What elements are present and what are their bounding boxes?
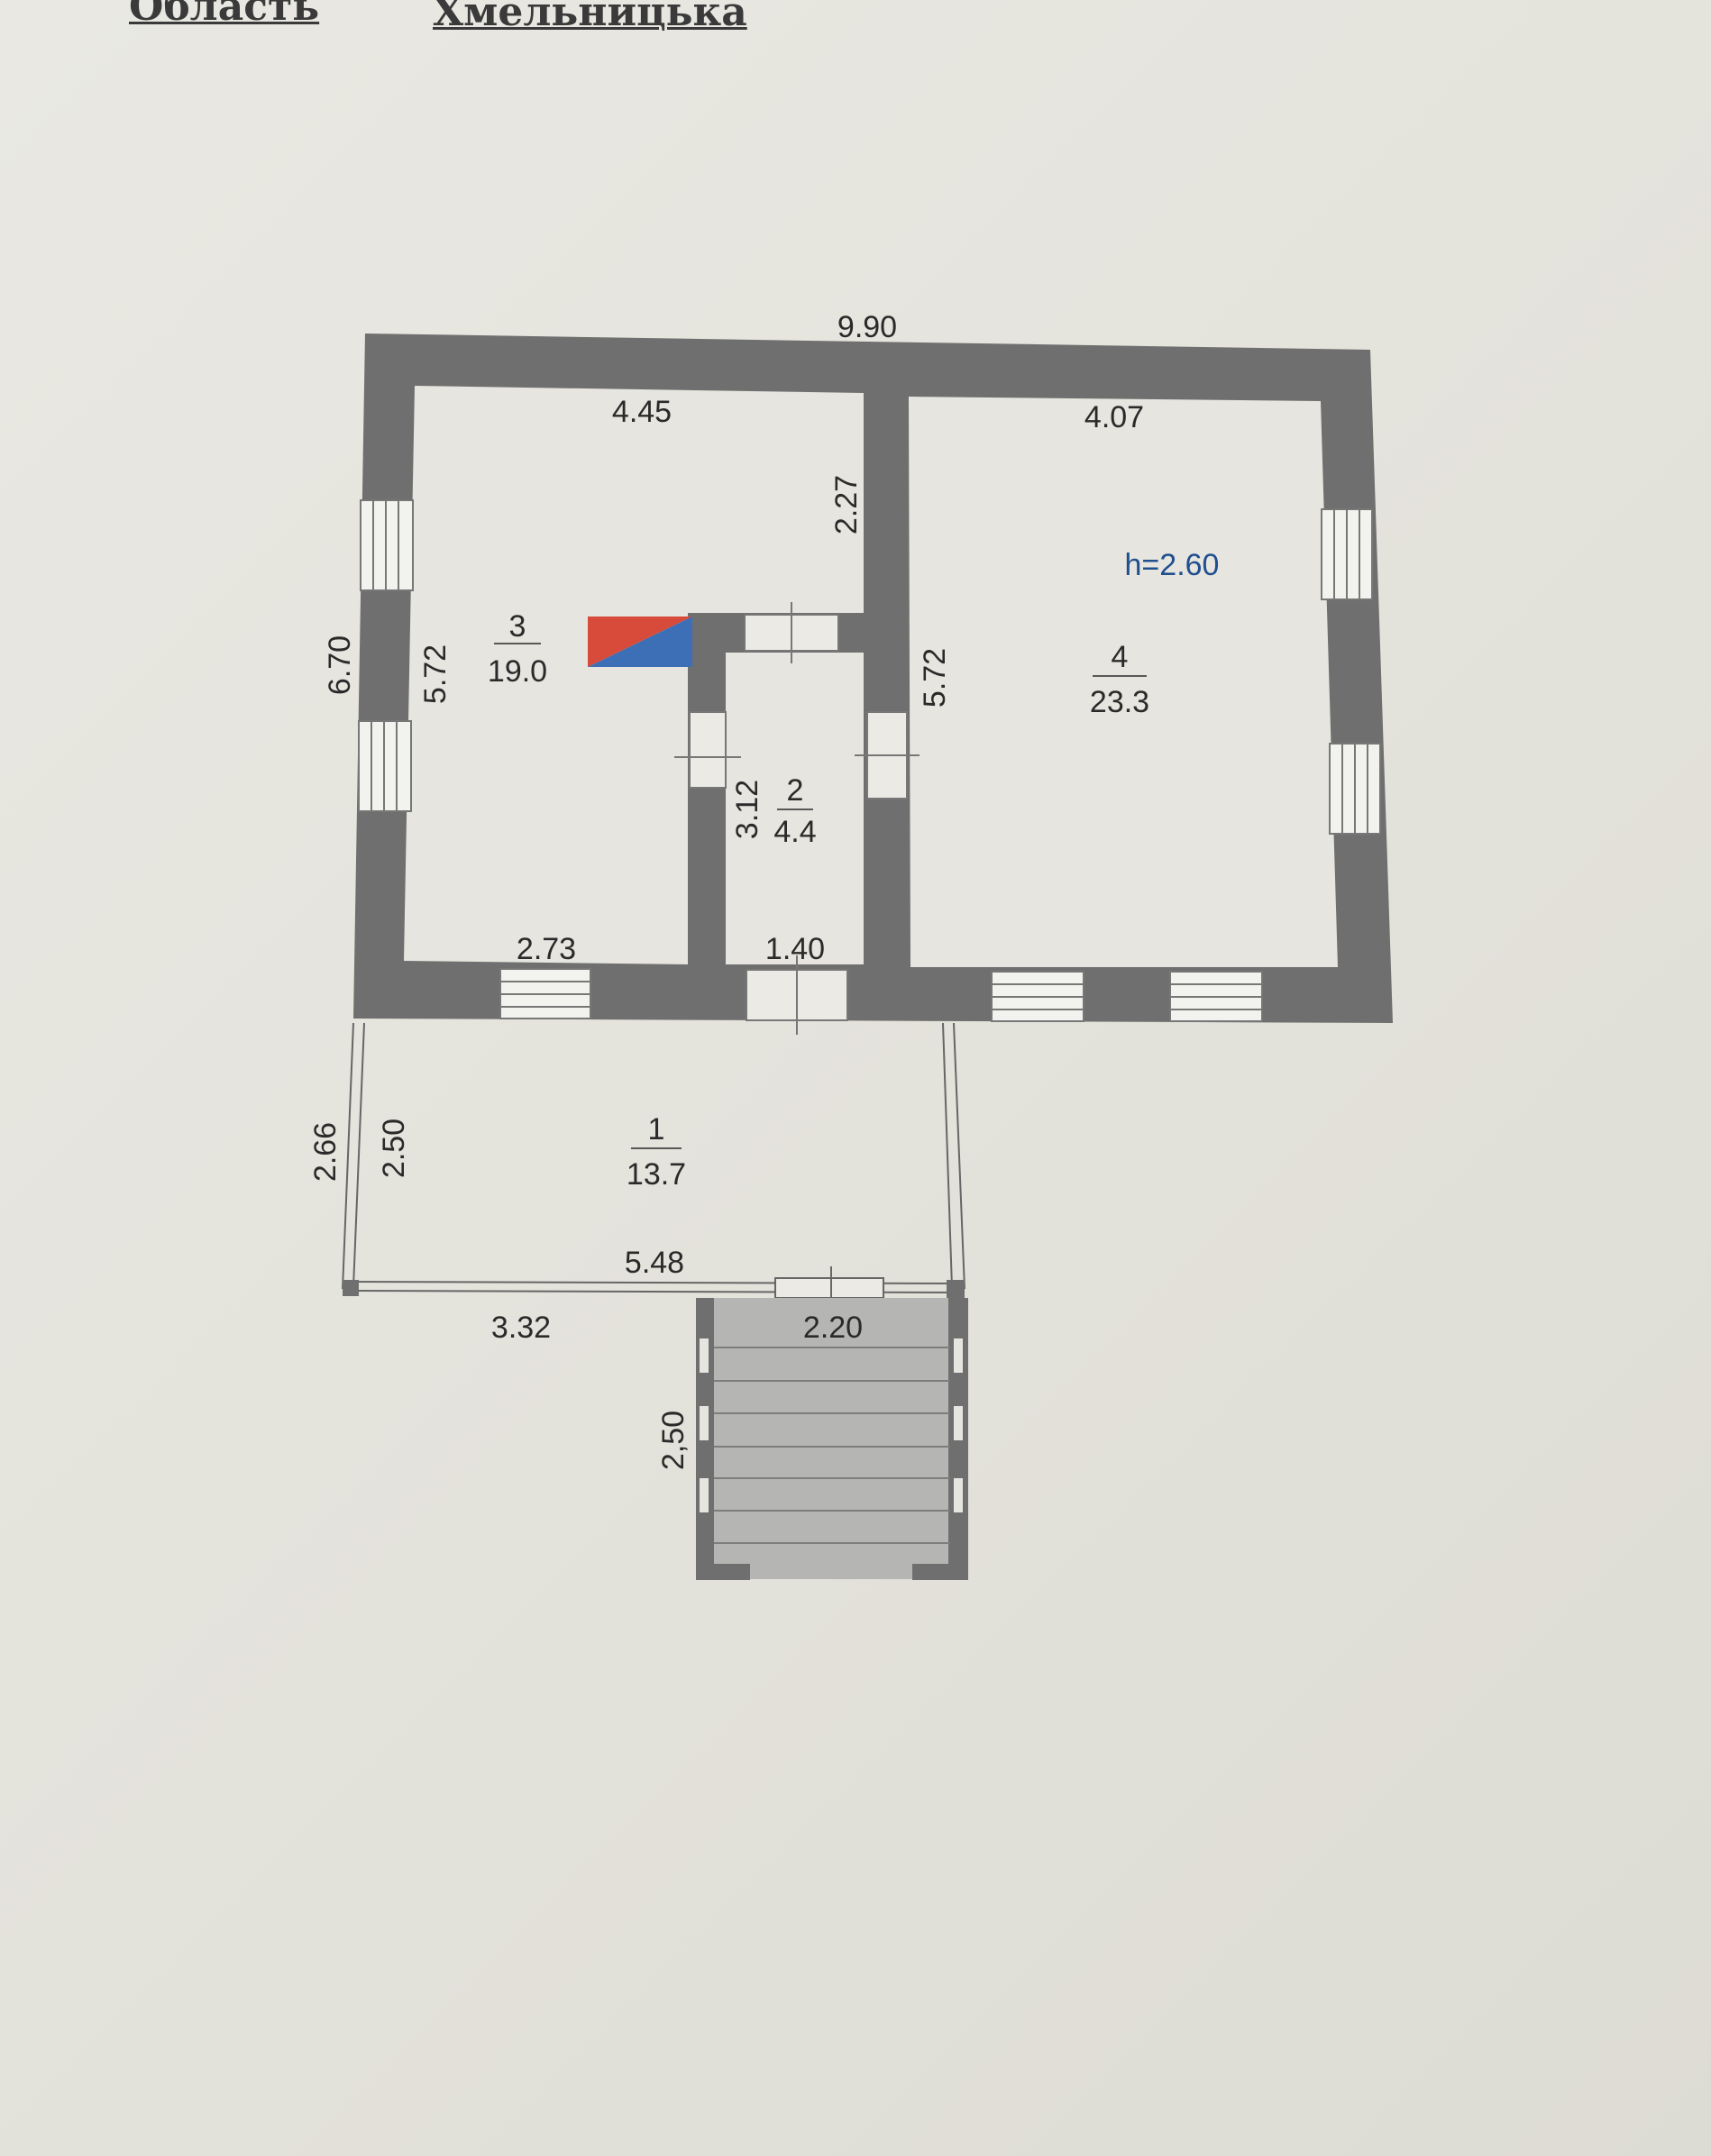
window-bottom-room4-right	[1169, 971, 1263, 1022]
room3-number: 3	[509, 609, 526, 644]
dim-room3-side: 5.72	[418, 644, 453, 704]
dim-room2-bottom: 1.40	[765, 932, 825, 966]
dim-room4-side: 5.72	[918, 648, 952, 708]
room-3	[404, 386, 864, 964]
dim-room2-side: 3.12	[730, 780, 764, 839]
header-label: Область	[129, 0, 320, 30]
doorway-entrance	[746, 955, 848, 1035]
window-left-lower	[358, 720, 412, 812]
doorway-room2-top	[744, 602, 839, 663]
dim-porch-depth: 2,50	[656, 1411, 691, 1470]
dim-porch-width: 2.20	[803, 1311, 863, 1345]
stove-icon	[588, 617, 692, 667]
dim-veranda-width: 5.48	[625, 1246, 684, 1280]
room-2	[726, 653, 864, 964]
room2-number: 2	[787, 773, 804, 808]
room1-number: 1	[648, 1112, 665, 1147]
header-value: Хмельницька	[433, 0, 747, 35]
ceiling-height: h=2.60	[1125, 548, 1220, 582]
dim-room3-step: 2.27	[829, 475, 864, 534]
dim-overall-depth: 6.70	[323, 635, 357, 695]
room4-area: 23.3	[1090, 685, 1149, 719]
dim-veranda-left-part: 3.32	[491, 1311, 551, 1345]
window-right-upper	[1321, 508, 1373, 600]
window-bottom-room4-left	[991, 971, 1084, 1022]
dim-room4-top: 4.07	[1084, 400, 1144, 434]
veranda-corner-left	[343, 1280, 359, 1296]
dim-room3-bottom: 2.73	[517, 932, 576, 966]
room3-area: 19.0	[488, 654, 547, 689]
dim-overall-width: 9.90	[837, 310, 897, 344]
doorway-room2-left	[674, 711, 741, 789]
room1-area: 13.7	[627, 1157, 686, 1192]
dim-veranda-outer: 2.66	[308, 1122, 343, 1182]
porch-stairs	[696, 1298, 968, 1580]
window-left-upper	[360, 499, 414, 591]
room4-number: 4	[1112, 640, 1129, 674]
dim-room3-top: 4.45	[612, 395, 672, 429]
room-4	[909, 397, 1338, 967]
window-right-lower	[1329, 743, 1381, 835]
window-bottom-room3	[499, 968, 591, 1019]
veranda-corner-right	[947, 1280, 965, 1298]
room2-area: 4.4	[773, 815, 816, 849]
dim-veranda-inner: 2.50	[377, 1119, 411, 1178]
doorway-room2-right	[855, 711, 920, 799]
